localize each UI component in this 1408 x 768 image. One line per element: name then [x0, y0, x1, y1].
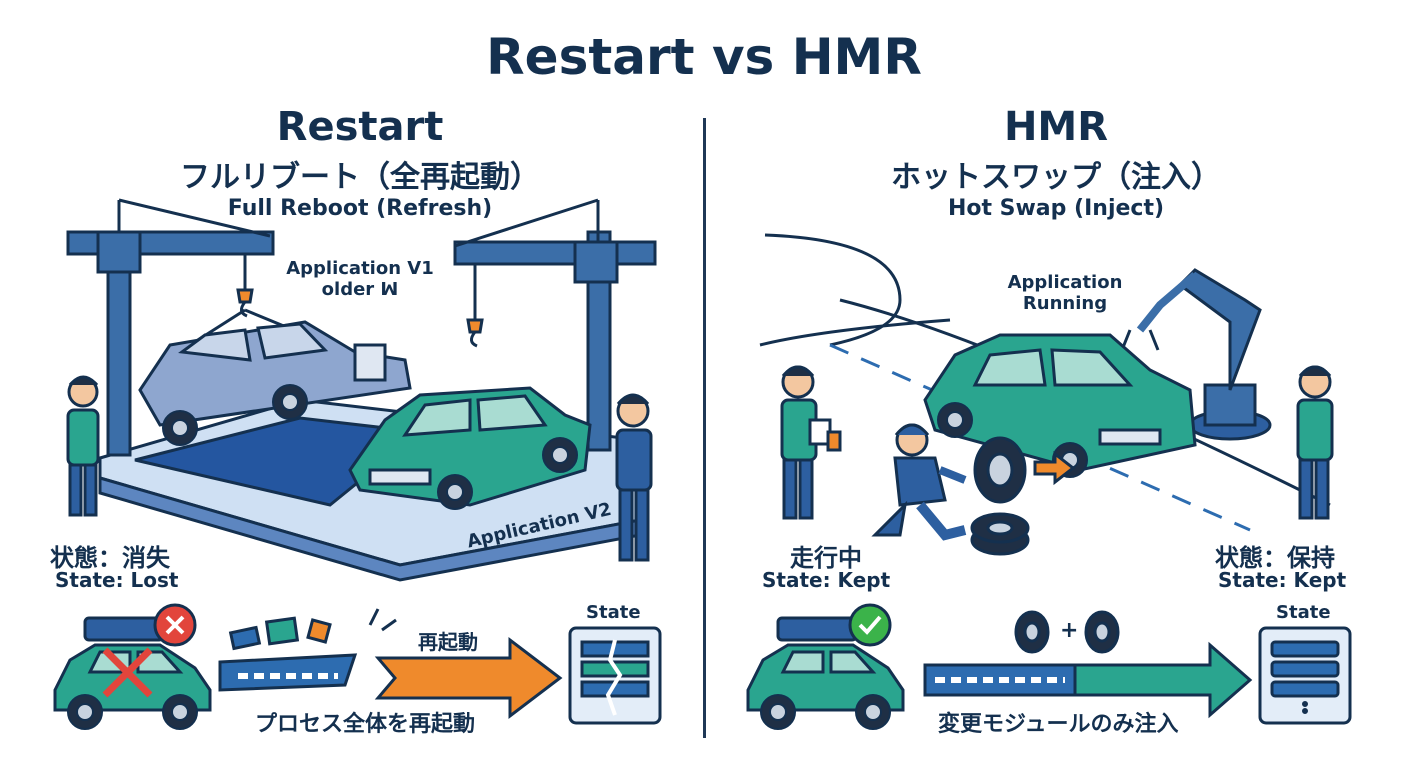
robot-arm	[1120, 268, 1272, 441]
running-status-en: State: Kept	[762, 568, 891, 592]
state-box-broken	[568, 626, 662, 725]
hmr-progress-arrow	[923, 641, 1253, 719]
hmr-bottom-caption: 変更モジュールのみ注入	[938, 712, 1179, 737]
page-title: Restart vs HMR	[486, 28, 922, 86]
tire-pair	[1014, 610, 1120, 654]
mechanic-kneeling	[871, 423, 967, 541]
plus-sign: +	[1060, 618, 1079, 643]
state-box-intact	[1258, 626, 1352, 725]
running-car	[923, 333, 1197, 479]
person-right-2	[1296, 365, 1334, 520]
crane-right	[453, 198, 657, 452]
hmr-heading-en: Hot Swap (Inject)	[947, 196, 1165, 221]
old-car-v1	[138, 320, 412, 447]
new-car-v2	[348, 386, 592, 511]
state-box-label-left: State	[586, 602, 641, 623]
restart-arrow	[374, 636, 563, 720]
swap-tire	[970, 436, 1076, 556]
running-status-jp: 走行中	[790, 544, 862, 572]
broken-progress-bar	[218, 608, 397, 692]
state-lost-jp: 状態：消失	[50, 544, 170, 572]
ok-car-icon	[746, 603, 905, 731]
person-left-1	[66, 375, 100, 517]
restart-heading: Restart	[276, 104, 444, 150]
state-box-label-right: State	[1276, 602, 1331, 623]
restart-heading-en: Full Reboot (Refresh)	[227, 196, 493, 221]
running-label: Application Running	[1007, 272, 1123, 314]
person-left-2	[615, 393, 653, 562]
old-app-label: Application V1 older ꟽ	[286, 258, 434, 300]
restart-heading-jp: フルリブート（全再起動）	[180, 160, 540, 195]
center-divider	[703, 118, 706, 738]
state-lost-en: State: Lost	[55, 568, 179, 592]
state-kept-jp: 状態：保持	[1215, 544, 1335, 572]
hmr-heading-jp: ホットスワップ（注入）	[891, 160, 1221, 195]
broken-car-icon	[53, 603, 212, 731]
person-right-1	[780, 365, 842, 520]
restart-bottom-caption: プロセス全体を再起動	[255, 712, 476, 737]
restart-action-label: 再起動	[418, 630, 478, 654]
hmr-heading: HMR	[1003, 104, 1109, 150]
state-kept-en: State: Kept	[1218, 568, 1347, 592]
